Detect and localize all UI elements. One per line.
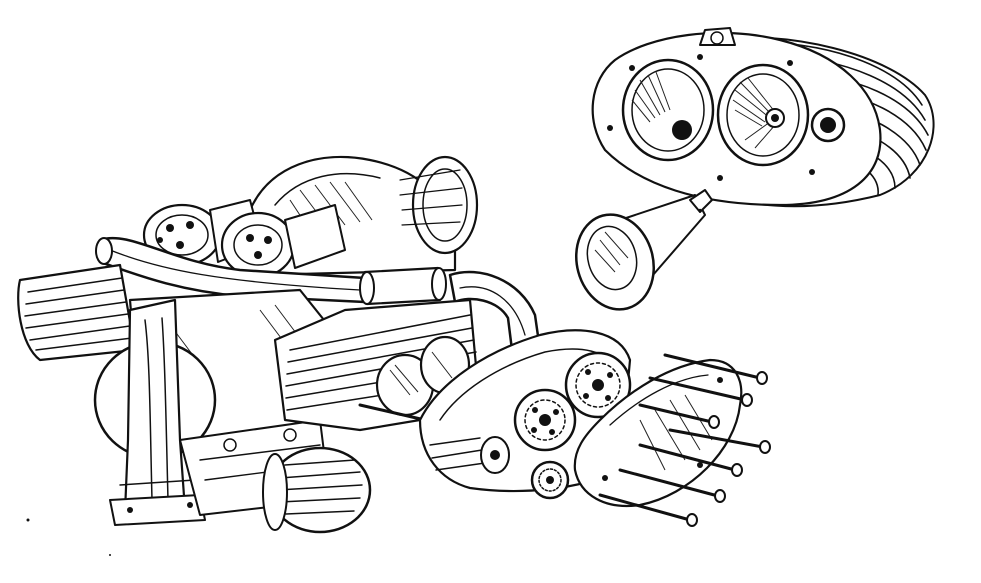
cover-bolts <box>598 353 771 527</box>
bolt <box>618 468 726 503</box>
crank-gear <box>530 460 570 500</box>
cylinder-head <box>591 27 935 208</box>
intake-port <box>621 58 715 162</box>
distributor <box>220 204 346 279</box>
gear-cover <box>573 358 743 508</box>
cam-gear-upper <box>564 351 632 419</box>
bolt <box>638 443 743 477</box>
bolt <box>598 493 698 527</box>
bolt <box>663 353 768 385</box>
exhaust-port <box>716 63 810 167</box>
left-cylinder-fins <box>17 263 137 362</box>
oil-cooler <box>262 446 372 534</box>
print-speckles <box>26 208 702 556</box>
spark-plug-boss <box>810 107 846 143</box>
bolt <box>648 376 753 407</box>
intake-pipe <box>95 236 542 352</box>
head-bolt-holes <box>607 54 815 181</box>
bolt <box>668 428 771 454</box>
timing-gears <box>513 351 632 500</box>
bolt <box>638 403 720 429</box>
carburettor <box>93 298 217 526</box>
air-scoop <box>574 189 713 311</box>
cam-gear-lower <box>513 388 577 452</box>
